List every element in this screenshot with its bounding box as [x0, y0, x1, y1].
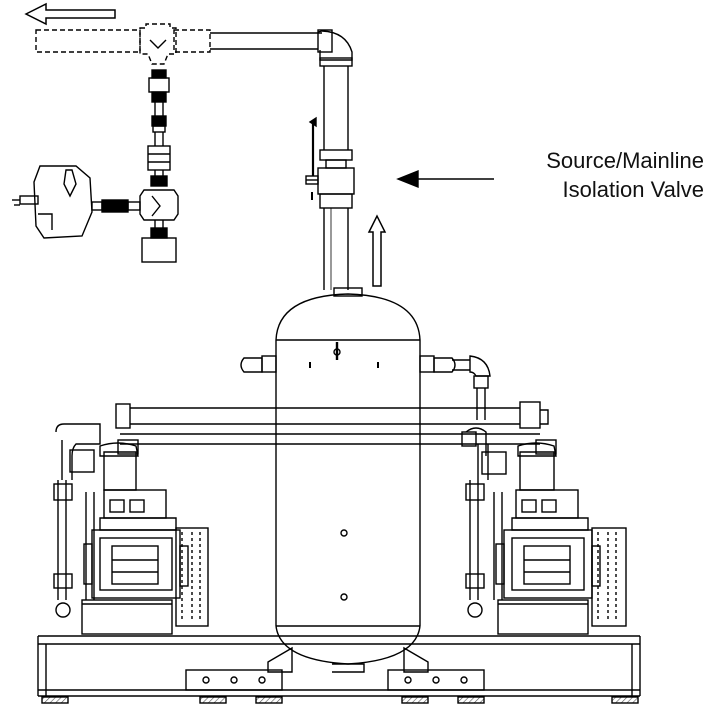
pressure-switch [12, 165, 141, 239]
flow-direction-arrow-up [367, 214, 387, 287]
compressor-unit-left [53, 423, 209, 635]
instrument-branch [139, 69, 179, 263]
callout-label-line-2: Isolation Valve [562, 177, 704, 202]
callout-label-line-1: Source/Mainline [546, 148, 704, 173]
flow-direction-arrow-left [24, 2, 116, 26]
dashed-outlet-pipe [35, 29, 211, 53]
callout-leader-arrow [396, 169, 494, 189]
receiver-tank [267, 287, 429, 673]
compressor-unit-right [465, 427, 627, 635]
skid-frame [37, 635, 641, 704]
main-header-pipe [210, 29, 353, 290]
isolation-valve [305, 116, 355, 209]
outlet-tee-fitting [139, 23, 177, 65]
tank-side-nozzles [240, 355, 491, 420]
manifold-pipes [115, 401, 549, 447]
